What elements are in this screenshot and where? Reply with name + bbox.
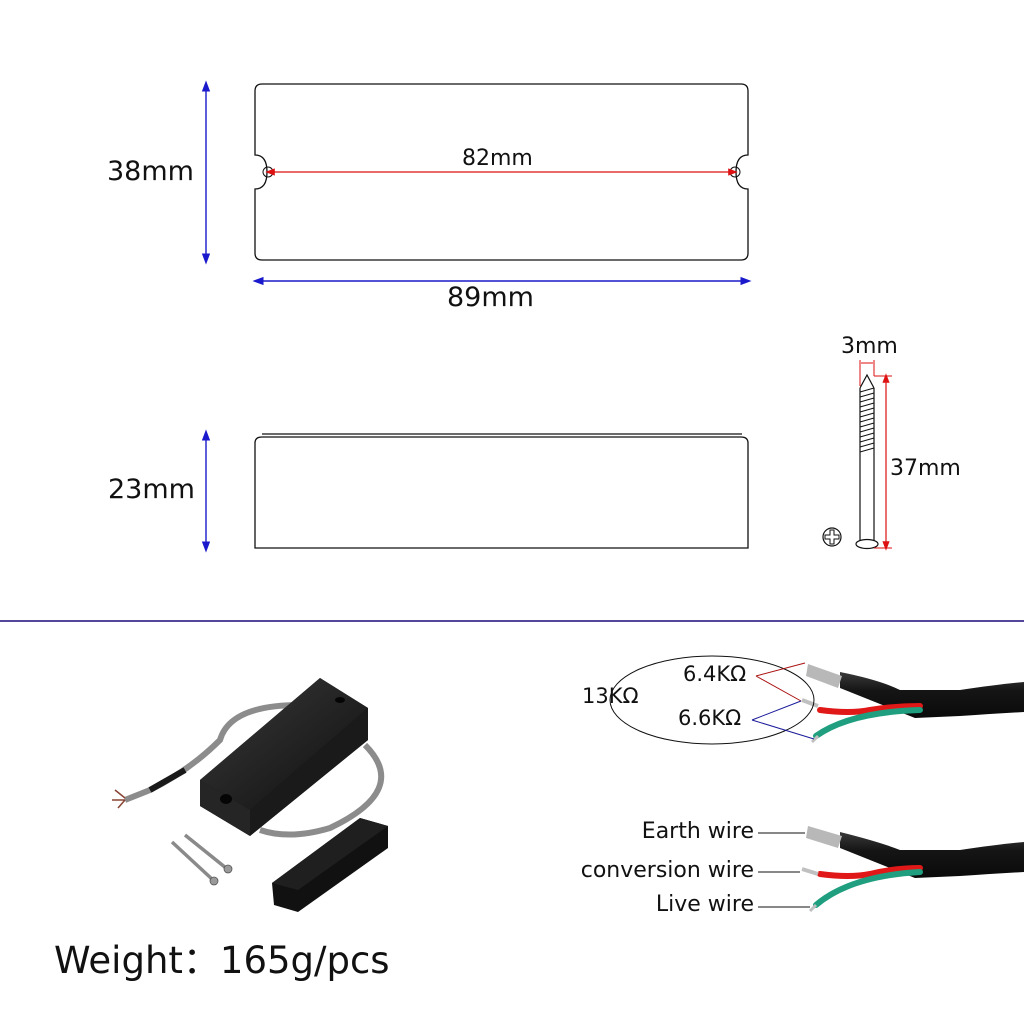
- screw-length-label: 37mm: [890, 456, 961, 481]
- cable-photo-resistance: [801, 664, 1024, 744]
- resistance-annotations: [609, 655, 815, 745]
- height-dimension-label: 38mm: [107, 156, 194, 187]
- width-dimension-label: 89mm: [447, 282, 534, 313]
- wire-leader-lines: [758, 832, 810, 908]
- depth-dimension-label: 23mm: [108, 474, 195, 505]
- weight-label: Weight：165g/pcs: [54, 939, 390, 982]
- screw-drawing: [855, 360, 892, 551]
- total-resistance-label: 13KΩ: [582, 684, 639, 708]
- coil-b-resistance-label: 6.6KΩ: [678, 706, 742, 730]
- hole-spacing-label: 82mm: [462, 146, 533, 171]
- phillips-head-icon: [822, 527, 842, 547]
- coil-a-resistance-label: 6.4KΩ: [683, 662, 747, 686]
- product-photo: [112, 678, 388, 912]
- screw-diameter-label: 3mm: [841, 334, 898, 359]
- earth-wire-label: Earth wire: [641, 819, 754, 844]
- cable-photo-wires: [801, 826, 1024, 913]
- side-view-outline: [254, 433, 749, 549]
- conversion-wire-label: conversion wire: [580, 858, 754, 883]
- live-wire-label: Live wire: [655, 892, 754, 917]
